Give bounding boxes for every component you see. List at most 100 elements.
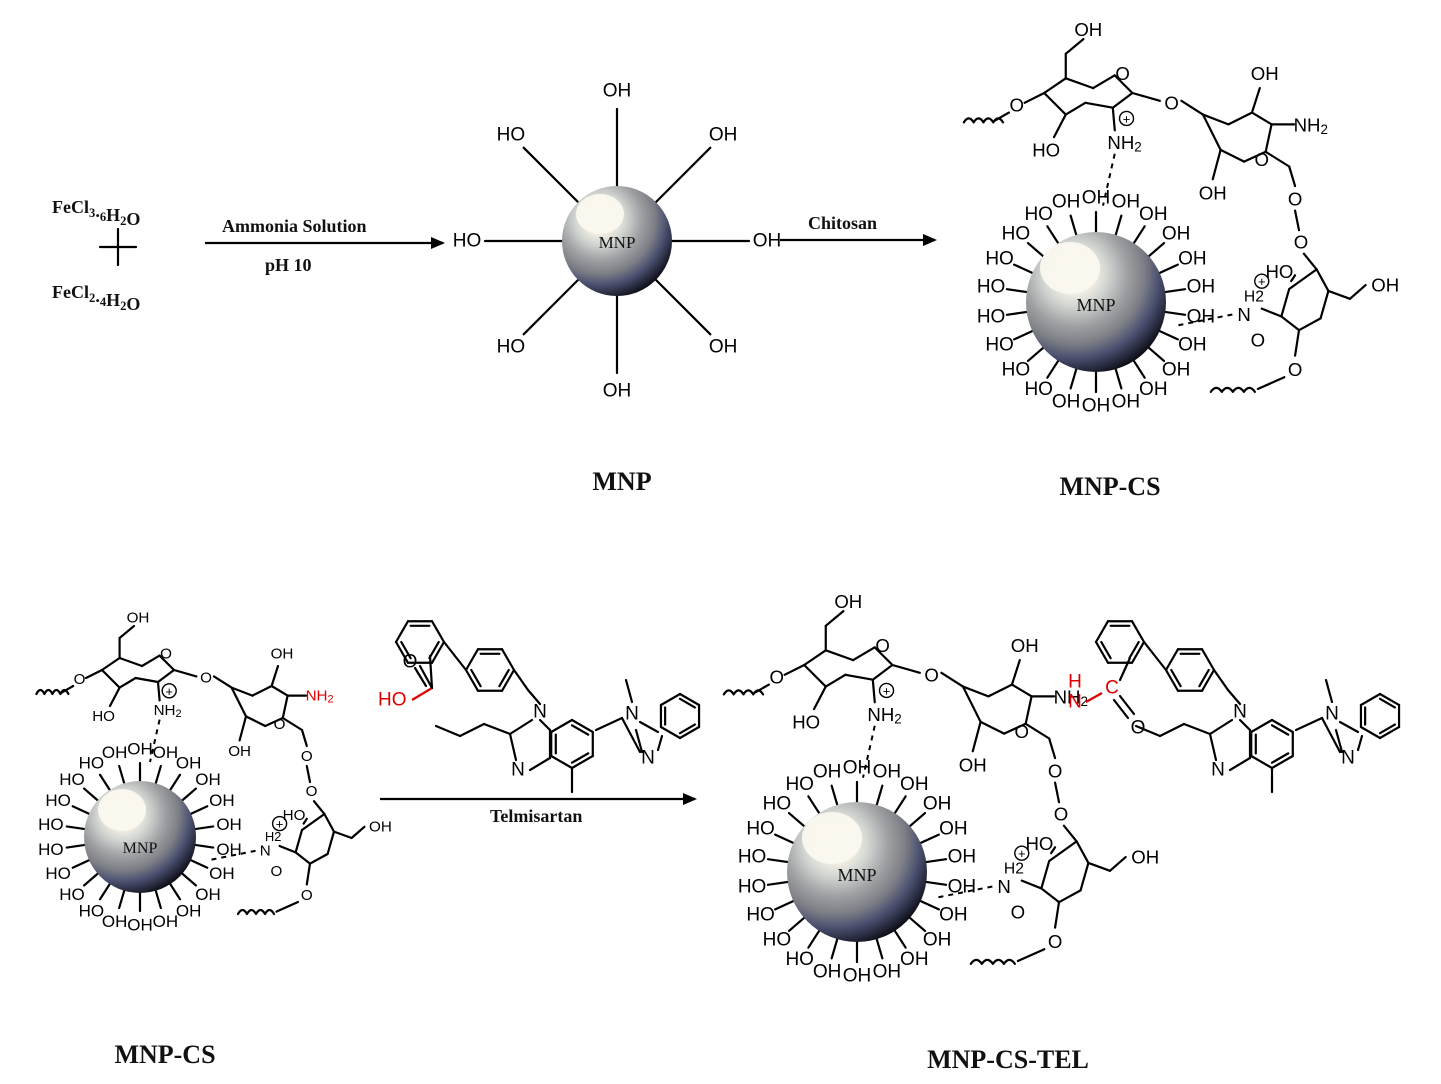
atom-label: HO xyxy=(792,711,820,732)
hydroxyl-label: HO xyxy=(977,277,1006,298)
atom-label: O xyxy=(1115,63,1129,84)
hydroxyl-label: OH xyxy=(843,758,872,779)
atom-label: O xyxy=(160,646,172,663)
positive-charge: + xyxy=(1258,274,1266,289)
atom-label: OH xyxy=(1251,63,1279,84)
atom-label: H2 xyxy=(1244,288,1264,305)
atom-label: N xyxy=(260,842,271,859)
hydroxyl-label: OH xyxy=(1162,360,1191,381)
hydroxyl-label: OH xyxy=(900,949,929,970)
hydroxyl-label: HO xyxy=(497,124,526,145)
product-label-mnp: MNP xyxy=(592,467,651,496)
atom-label: OH xyxy=(271,646,294,663)
atom-label: HO xyxy=(283,807,306,824)
product-label-mnp-cs-tel: MNP-CS-TEL xyxy=(927,1045,1089,1074)
arrow-3-reagent: Telmisartan xyxy=(490,806,582,826)
hydroxyl-label: OH xyxy=(127,740,153,759)
hydroxyl-label: HO xyxy=(59,770,85,789)
atom-label: OH xyxy=(369,818,392,835)
atom-label: OH xyxy=(1199,182,1227,203)
hydroxyl-label: OH xyxy=(753,231,782,252)
positive-charge: + xyxy=(1123,111,1131,126)
carbonyl-oxygen: O xyxy=(403,652,418,673)
atom-label: O xyxy=(1015,721,1029,742)
positive-charge: + xyxy=(883,683,891,698)
hydroxyl-label: OH xyxy=(176,902,202,921)
hydroxyl-label: OH xyxy=(1052,192,1081,213)
hydroxyl-label: HO xyxy=(79,902,105,921)
hydroxyl-label: HO xyxy=(1002,223,1031,244)
hydroxyl-label: HO xyxy=(45,791,71,810)
hydroxyl-label: HO xyxy=(59,885,85,904)
atom-label: O xyxy=(1164,92,1178,113)
hydroxyl-label: OH xyxy=(873,762,902,783)
carboxyl-label: HO xyxy=(378,690,407,711)
amide-carbon: C xyxy=(1105,678,1119,699)
hydroxyl-label: OH xyxy=(939,905,968,926)
hydroxyl-label: OH xyxy=(1178,335,1207,356)
hydroxyl-label: OH xyxy=(1082,396,1111,417)
hydroxyl-label: OH xyxy=(603,381,632,402)
hydroxyl-label: OH xyxy=(813,762,842,783)
hydroxyl-label: HO xyxy=(985,335,1014,356)
reactant-ferrous-chloride: FeCl2.4H2O xyxy=(52,282,140,314)
hydroxyl-label: HO xyxy=(738,847,767,868)
atom-label: N xyxy=(1211,760,1225,781)
hydroxyl-label: OH xyxy=(939,818,968,839)
atom-label: O xyxy=(1255,149,1269,170)
atom-label: O xyxy=(1288,188,1302,209)
hydroxyl-label: OH xyxy=(1052,391,1081,412)
hydroxyl-label: OH xyxy=(209,791,235,810)
positive-charge: + xyxy=(165,684,173,699)
mnp-sphere-label: MNP xyxy=(599,233,636,252)
hydroxyl-label: HO xyxy=(977,306,1006,327)
atom-label: OH xyxy=(127,610,150,627)
atom-label: O xyxy=(306,783,318,800)
arrow-step-1: Ammonia Solution pH 10 xyxy=(205,216,445,275)
atom-label: O xyxy=(274,716,286,733)
atom-label: N xyxy=(1233,702,1247,723)
hydroxyl-label: OH xyxy=(195,885,221,904)
hydroxyl-label: HO xyxy=(746,905,775,926)
mnp-cs-sphere-label: MNP xyxy=(1076,295,1115,315)
hydroxyl-label: OH xyxy=(216,840,242,859)
hydroxyl-label: OH xyxy=(709,124,738,145)
reactant-ferric-chloride: FeCl3.6H2O xyxy=(52,197,140,229)
hydroxyl-label: OH xyxy=(209,864,235,883)
atom-label: N xyxy=(1325,704,1339,725)
hydroxyl-label: HO xyxy=(38,815,64,834)
arrow-step-3: Telmisartan xyxy=(380,793,697,826)
atom-label: O xyxy=(924,664,938,685)
hydroxyl-label: HO xyxy=(45,864,71,883)
positive-charge: + xyxy=(276,817,284,832)
arrow-step-2: Chitosan xyxy=(780,213,937,246)
atom-label: O xyxy=(1288,359,1302,380)
hydroxyl-label: OH xyxy=(900,774,929,795)
hydroxyl-label: HO xyxy=(763,793,792,814)
atom-label: O xyxy=(1251,329,1265,350)
hydroxyl-label: HO xyxy=(38,840,64,859)
atom-label: OH xyxy=(1131,847,1159,868)
amide-nitrogen: N xyxy=(1068,692,1082,713)
hydroxyl-label: OH xyxy=(176,753,202,772)
hydroxyl-label: OH xyxy=(1187,306,1216,327)
atom-label: O xyxy=(1010,94,1024,115)
atom-label: OH xyxy=(1011,635,1039,656)
atom-label: O xyxy=(270,863,282,880)
hydroxyl-label: OH xyxy=(1082,188,1111,209)
atom-label: O xyxy=(1048,760,1062,781)
atom-label: O xyxy=(770,666,784,687)
hydroxyl-label: OH xyxy=(603,81,632,102)
atom-label: OH xyxy=(1074,19,1102,40)
amine-label: NH2 xyxy=(154,702,182,720)
hydroxyl-label: OH xyxy=(216,815,242,834)
hydroxyl-label: HO xyxy=(1024,379,1053,400)
amine-label: NH2 xyxy=(1294,114,1328,137)
atom-label: O xyxy=(301,748,313,765)
